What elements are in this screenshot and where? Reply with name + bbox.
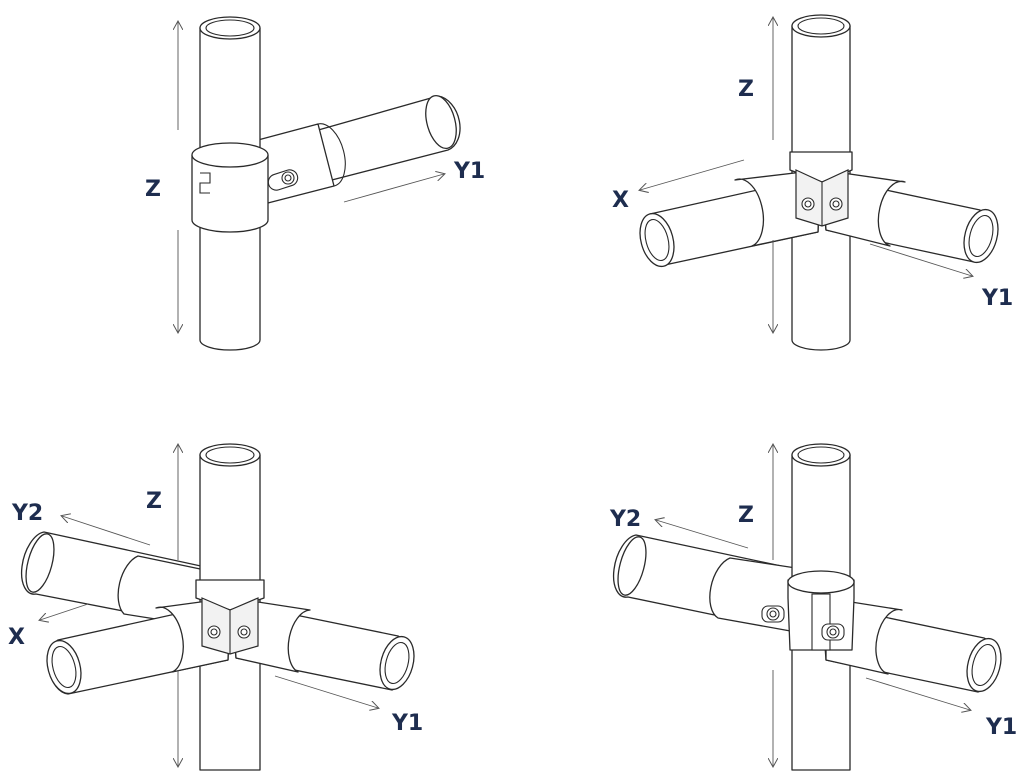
- y2-label: Y2: [11, 501, 43, 526]
- cross-5way-fitting: Z Y2 X Y1: [8, 444, 423, 771]
- x-label: X: [8, 625, 25, 650]
- x-axis-arrow: [640, 159, 745, 190]
- y1-axis-arrow: [865, 677, 970, 710]
- corner-3way-fitting: Z X Y1: [612, 14, 1013, 351]
- y1-axis-arrow: [869, 243, 972, 276]
- z-label: Z: [146, 489, 162, 514]
- y2-axis-arrow: [62, 516, 151, 546]
- y1-label: Y1: [981, 286, 1013, 311]
- y1-label: Y1: [985, 715, 1017, 740]
- z-label: Z: [738, 503, 754, 528]
- y1-label: Y1: [391, 711, 423, 736]
- t-fitting: Z Y1: [145, 16, 485, 351]
- cross4-y1-tube: [821, 597, 1002, 693]
- t-fitting-vertical-tube: [191, 16, 269, 351]
- y2-label: Y2: [609, 507, 641, 532]
- cross5-y2-tube: [20, 531, 211, 627]
- t-fitting-branch-tube: [254, 95, 461, 205]
- y1-axis-arrow: [274, 675, 378, 708]
- x-label: X: [612, 188, 629, 213]
- z-label: Z: [145, 177, 161, 202]
- y2-axis-arrow: [656, 520, 749, 549]
- y1-label: Y1: [453, 159, 485, 184]
- z-label: Z: [738, 77, 754, 102]
- cross-4way-fitting: Z Y2 Y1: [609, 444, 1017, 771]
- x-axis-arrow: [40, 603, 89, 620]
- y1-axis-arrow: [343, 174, 444, 203]
